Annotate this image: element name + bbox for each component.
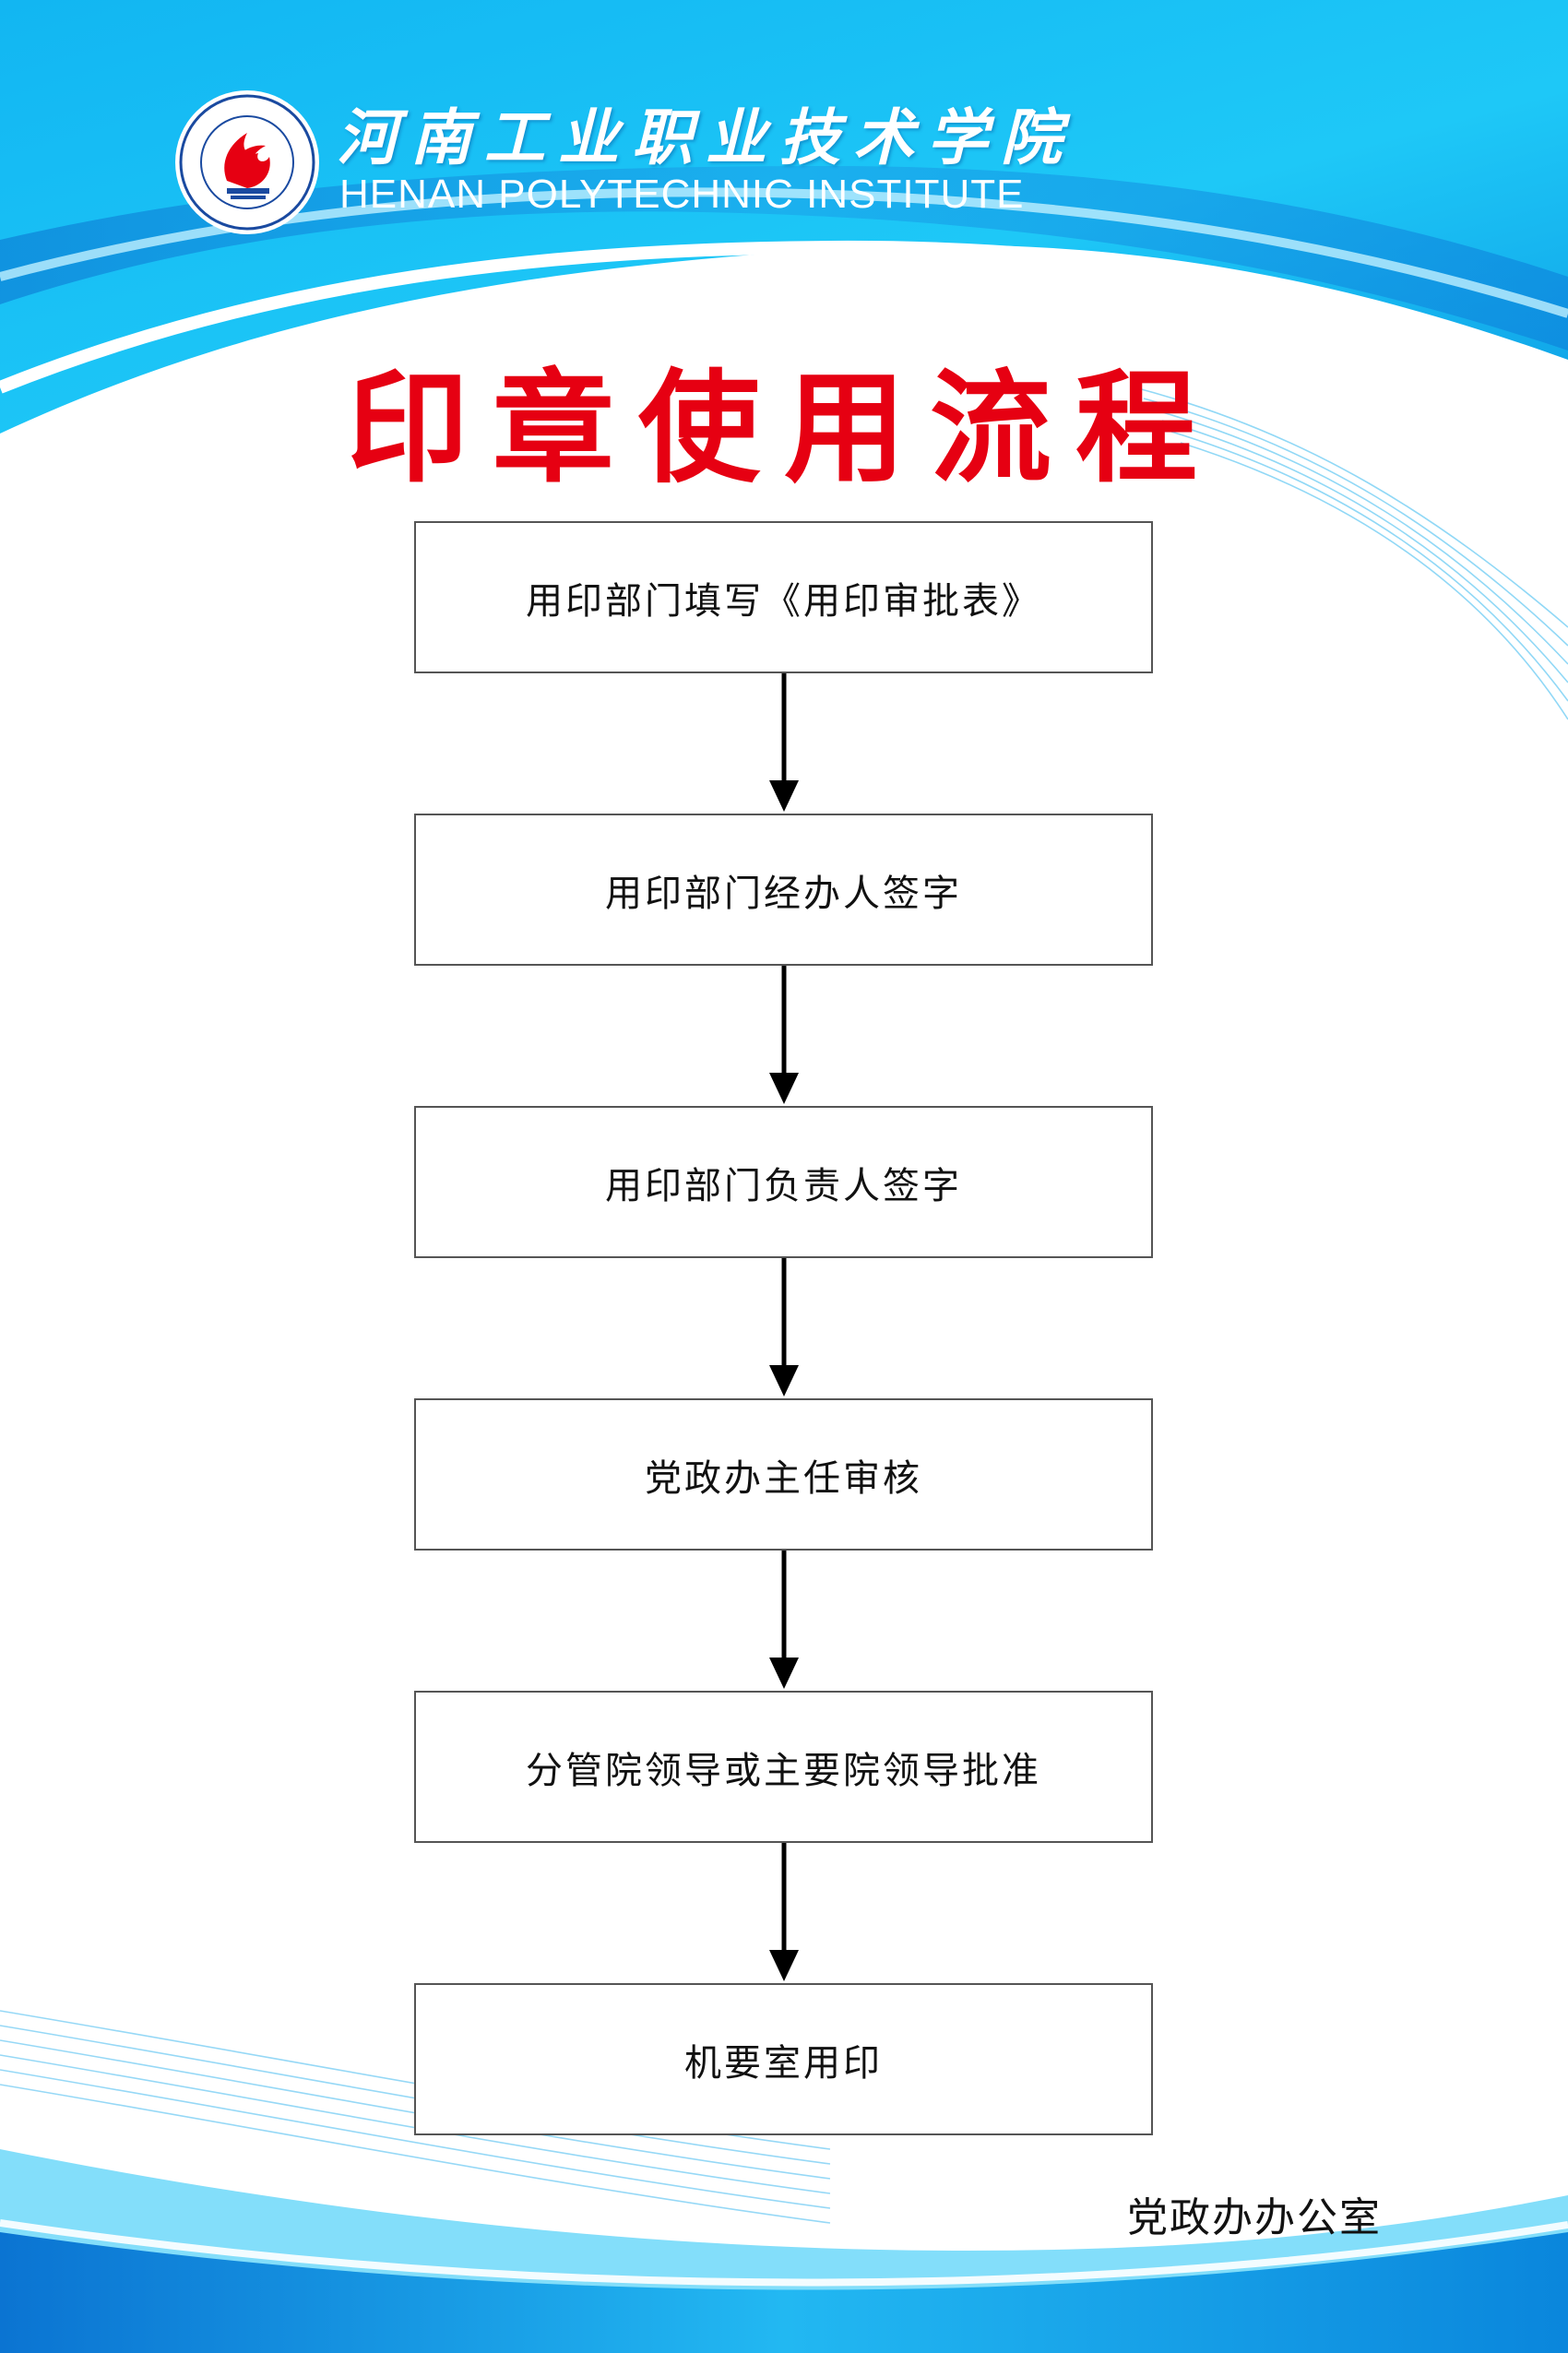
flow-step-2: 用印部门经办人签字 xyxy=(414,814,1153,966)
page-title: 印章使用流程 xyxy=(347,358,1221,500)
flow-step-3-text: 用印部门负责人签字 xyxy=(605,1164,962,1207)
flow-step-5: 分管院领导或主要院领导批准 xyxy=(414,1691,1153,1843)
top-banner xyxy=(0,0,1568,434)
school-name-cn: 河南工业职业技术学院 xyxy=(337,101,1075,173)
flow-arrow-5 xyxy=(769,1843,799,1981)
flow-arrow-2 xyxy=(769,966,799,1104)
school-logo xyxy=(175,90,319,234)
flow-step-2-text: 用印部门经办人签字 xyxy=(605,872,962,915)
flow-arrow-1 xyxy=(769,673,799,812)
issuing-office: 党政办办公室 xyxy=(1127,2194,1382,2241)
flow-step-4: 党政办主任审核 xyxy=(414,1398,1153,1551)
flow-step-6: 机要室用印 xyxy=(414,1983,1153,2135)
school-name-en: HENAN POLYTECHNIC INSTITUTE xyxy=(339,172,1025,217)
flow-arrow-4 xyxy=(769,1551,799,1689)
flow-step-3: 用印部门负责人签字 xyxy=(414,1106,1153,1258)
bottom-wave-band xyxy=(0,2232,1568,2353)
top-wave-band xyxy=(0,166,1568,351)
flow-step-4-text: 党政办主任审核 xyxy=(645,1456,922,1500)
flow-step-1: 用印部门填写《用印审批表》 xyxy=(414,521,1153,673)
flow-arrow-3 xyxy=(769,1258,799,1396)
flow-step-1-text: 用印部门填写《用印审批表》 xyxy=(526,579,1041,623)
flow-step-6-text: 机要室用印 xyxy=(684,2041,883,2085)
flow-step-5-text: 分管院领导或主要院领导批准 xyxy=(526,1749,1041,1792)
right-wave-lines xyxy=(1134,386,1568,720)
